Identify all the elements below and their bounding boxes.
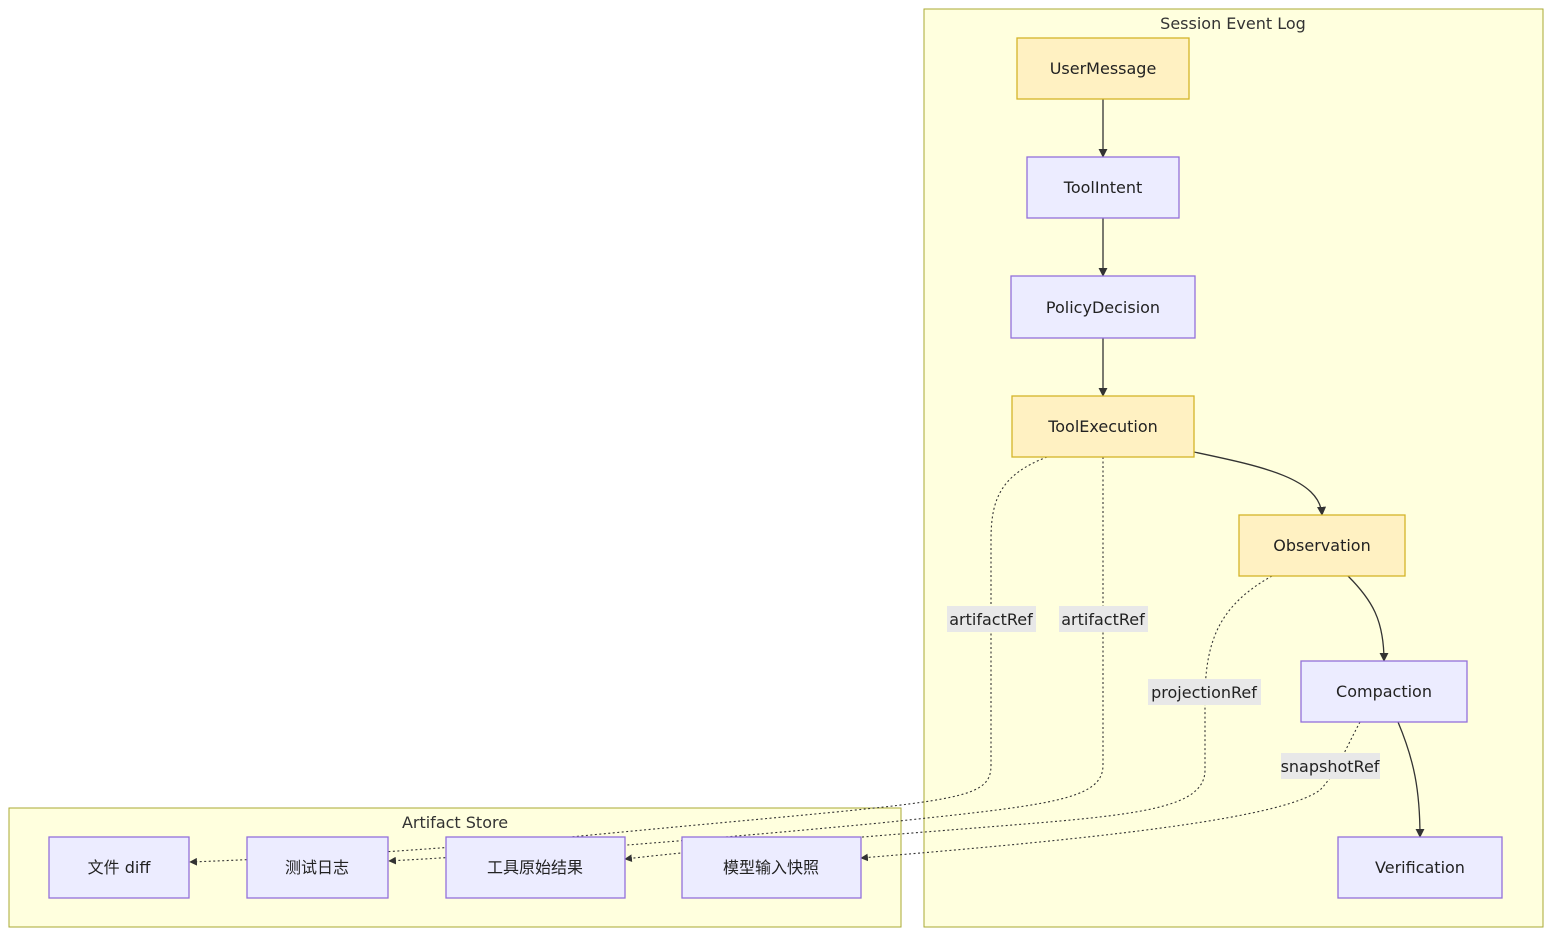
edge-label-artifactref-2: artifactRef — [1061, 610, 1145, 629]
node-test-log-label: 测试日志 — [285, 858, 349, 877]
node-verification-box[interactable] — [1337, 836, 1503, 899]
edge-label-bg-projectionref — [1148, 679, 1261, 705]
node-policydecision-label: PolicyDecision — [1046, 298, 1160, 317]
node-verification-label: Verification — [1375, 858, 1465, 877]
edge-label-snapshotref: snapshotRef — [1281, 757, 1380, 776]
edge-label-bg-artifactref-1 — [947, 606, 1036, 632]
edge-toolexecution-to-testlog — [388, 457, 1104, 865]
edge-label-bg-snapshotref — [1281, 753, 1380, 779]
node-usermessage-box[interactable] — [1016, 37, 1190, 100]
cluster-session-event-log-box — [923, 8, 1544, 928]
node-usermessage-label: UserMessage — [1050, 59, 1157, 78]
node-usermessage[interactable]: UserMessage — [1016, 37, 1190, 100]
node-observation[interactable]: Observation — [1238, 514, 1406, 577]
node-compaction-box[interactable] — [1300, 660, 1468, 723]
edge-observation-to-toolraw — [624, 575, 1273, 863]
node-toolintent-box[interactable] — [1026, 156, 1180, 219]
cluster-artifact-store-title: Artifact Store — [402, 813, 508, 832]
edge-labels: artifactRef artifactRef projectionRef sn… — [947, 606, 1380, 779]
node-file-diff-label: 文件 diff — [88, 858, 152, 877]
node-verification[interactable]: Verification — [1337, 836, 1503, 899]
edge-label-projectionref: projectionRef — [1151, 683, 1257, 702]
node-toolintent-label: ToolIntent — [1063, 178, 1142, 197]
node-compaction-label: Compaction — [1336, 682, 1432, 701]
node-toolintent[interactable]: ToolIntent — [1026, 156, 1180, 219]
node-policydecision-box[interactable] — [1010, 275, 1196, 339]
node-tool-raw-result-box[interactable] — [445, 836, 626, 899]
edge-toolexecution-to-filediff — [189, 456, 1048, 866]
edge-label-bg-artifactref-2 — [1059, 606, 1148, 632]
edge-compaction-to-verification — [1397, 721, 1425, 838]
node-tool-raw-result-label: 工具原始结果 — [487, 858, 583, 877]
node-test-log[interactable]: 测试日志 — [246, 836, 389, 899]
node-tool-raw-result[interactable]: 工具原始结果 — [445, 836, 626, 899]
node-file-diff-box[interactable] — [48, 836, 190, 899]
node-model-input-snapshot-label: 模型输入快照 — [723, 858, 819, 877]
node-policydecision[interactable]: PolicyDecision — [1010, 275, 1196, 339]
node-toolexecution-label: ToolExecution — [1047, 417, 1158, 436]
node-model-input-snapshot[interactable]: 模型输入快照 — [681, 836, 862, 899]
node-observation-box[interactable] — [1238, 514, 1406, 577]
cluster-session-event-log-title: Session Event Log — [1160, 14, 1306, 33]
node-model-input-snapshot-box[interactable] — [681, 836, 862, 899]
node-observation-label: Observation — [1273, 536, 1370, 555]
node-toolexecution[interactable]: ToolExecution — [1011, 395, 1195, 458]
node-test-log-box[interactable] — [246, 836, 389, 899]
node-compaction[interactable]: Compaction — [1300, 660, 1468, 723]
solid-edges — [1098, 99, 1425, 838]
edge-label-artifactref-1: artifactRef — [949, 610, 1033, 629]
edge-toolexecution-to-observation — [1193, 451, 1327, 516]
node-file-diff[interactable]: 文件 diff — [48, 836, 190, 899]
edge-observation-to-compaction — [1347, 575, 1389, 662]
node-toolexecution-box[interactable] — [1011, 395, 1195, 458]
cluster-session-event-log: Session Event Log — [923, 8, 1544, 928]
